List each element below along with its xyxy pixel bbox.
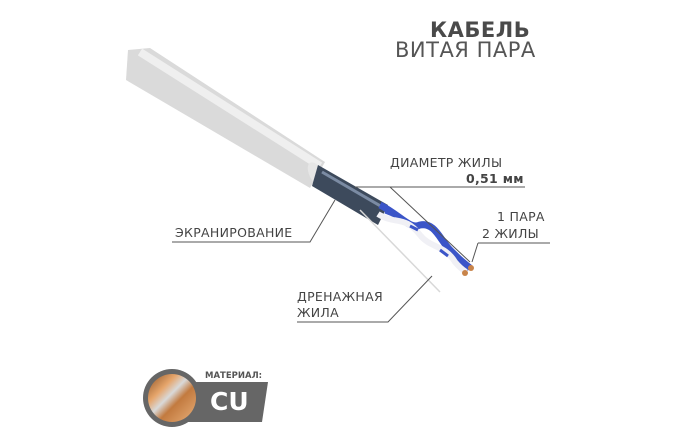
twisted-pair-white bbox=[376, 211, 468, 275]
diameter-leader bbox=[355, 186, 525, 263]
diameter-value: 0,51 мм bbox=[466, 171, 524, 186]
drain-line1: ДРЕНАЖНАЯ bbox=[297, 289, 383, 304]
twisted-pair-stripes bbox=[384, 210, 449, 258]
cable-shield-highlight bbox=[321, 170, 385, 210]
diameter-label: ДИАМЕТР ЖИЛЫ bbox=[390, 155, 503, 170]
pairs-leader bbox=[471, 242, 550, 263]
material-badge bbox=[180, 382, 268, 422]
material-label: МАТЕРИАЛ: bbox=[205, 371, 263, 381]
title-line1: КАБЕЛЬ bbox=[430, 18, 531, 42]
title-line2: ВИТАЯ ПАРА bbox=[395, 38, 536, 62]
copper-core bbox=[462, 270, 468, 276]
material-value: CU bbox=[210, 387, 249, 416]
drain-leader bbox=[297, 275, 433, 323]
cable-shield bbox=[312, 165, 388, 225]
copper-core bbox=[468, 265, 474, 271]
drain-wire bbox=[359, 209, 441, 293]
shielding-label: ЭКРАНИРОВАНИЕ bbox=[175, 225, 293, 240]
shielding-leader bbox=[172, 199, 336, 243]
pairs-line1: 1 ПАРА bbox=[497, 209, 545, 224]
drain-line2: ЖИЛА bbox=[297, 305, 339, 320]
cable-jacket-highlight bbox=[137, 48, 323, 170]
copper-swatch-icon bbox=[148, 374, 196, 422]
pairs-line2: 2 ЖИЛЫ bbox=[482, 226, 539, 241]
cable-jacket bbox=[126, 48, 325, 188]
